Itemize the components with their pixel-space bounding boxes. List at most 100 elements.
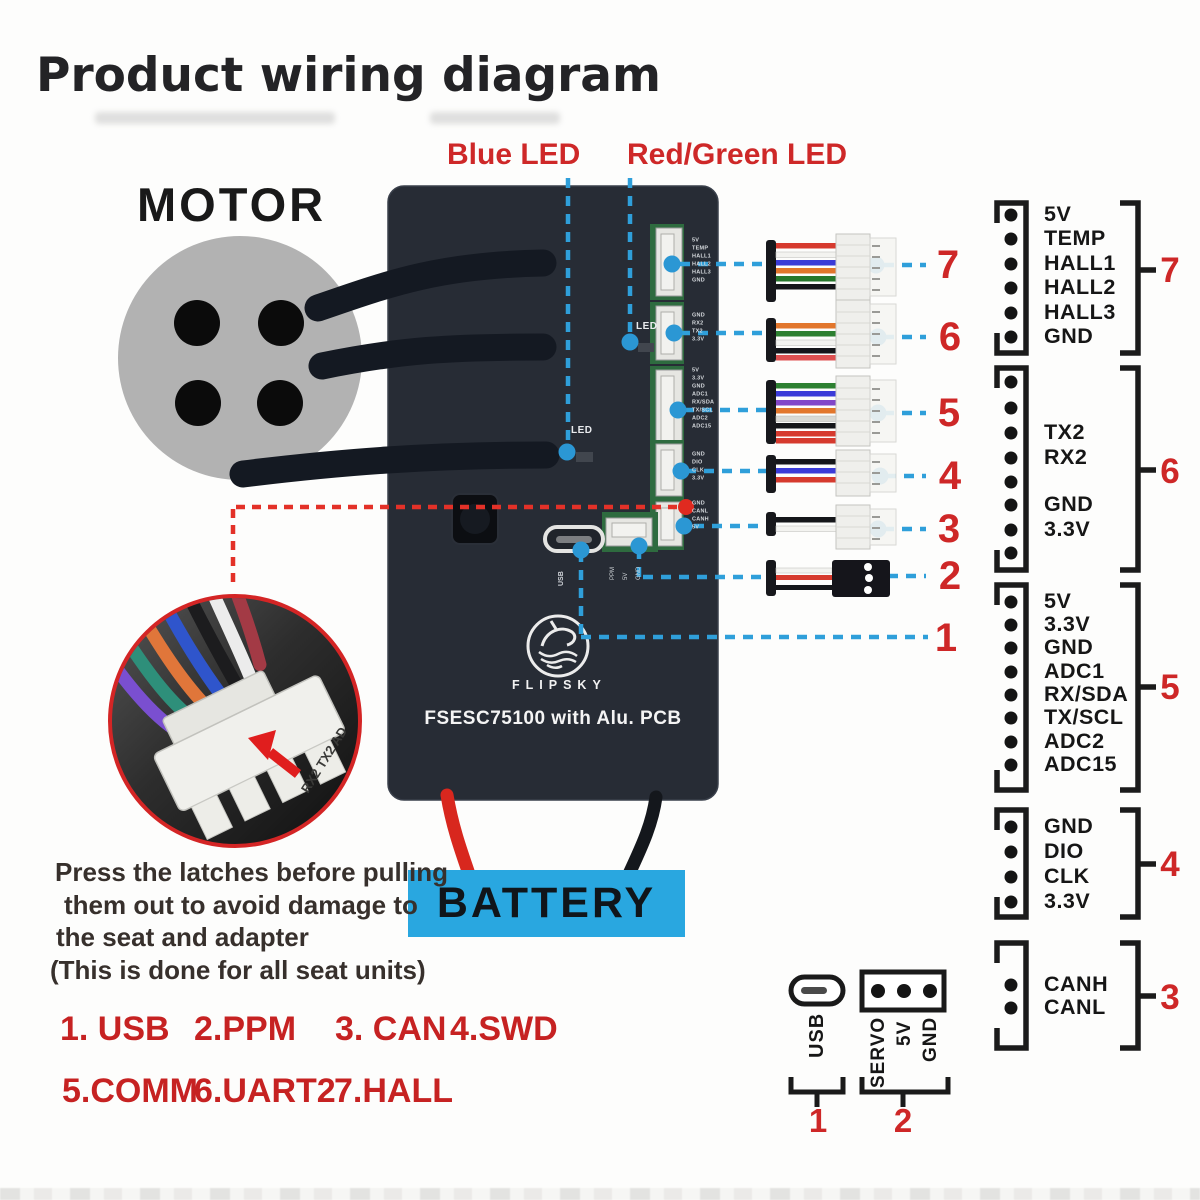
pin-label: HALL3	[1044, 300, 1116, 324]
pin-label: ADC2	[1044, 729, 1105, 753]
note-line-3: the seat and adapter	[56, 922, 309, 952]
pin-label: DIO	[1044, 839, 1084, 863]
pin-label: GND	[1044, 324, 1094, 348]
closeup-art: RX2 TX2 AD	[112, 598, 350, 841]
cable-7-hall	[766, 233, 897, 302]
inductor-component	[451, 493, 499, 545]
legend-uart2: 6.UART2	[194, 1072, 336, 1110]
panel-number-4: 4	[1160, 845, 1180, 884]
wire-number-4: 4	[938, 454, 962, 498]
legend-ppm: 2.PPM	[194, 1010, 297, 1048]
pin-label: 3.3V	[1044, 612, 1091, 636]
pin-label: TX/SCL	[1044, 705, 1124, 729]
usb-icon	[788, 974, 846, 1107]
wire-number-5: 5	[937, 391, 961, 435]
red-arrow-icon	[248, 730, 276, 760]
note-line-1: Press the latches before pulling	[55, 857, 448, 887]
led-marker-top: LED	[636, 321, 658, 332]
silk-usb-label: USB	[558, 571, 565, 586]
panel-number-7: 7	[1160, 251, 1180, 290]
legend-comm: 5.COMM	[62, 1072, 198, 1110]
pinout-brackets	[994, 200, 1156, 1051]
wire-number-3: 3	[937, 507, 961, 551]
servo-pin-label-servo: SERVO	[868, 1016, 889, 1088]
usb-icon-label: USB	[806, 1012, 828, 1058]
cable-2-servo	[766, 560, 890, 597]
wire-number-2: 2	[938, 554, 962, 598]
page-title: Product wiring diagram	[36, 48, 661, 103]
bottom-ghost-strip	[0, 1188, 1200, 1200]
usb-number: 1	[808, 1102, 828, 1139]
title-ghost-artifact	[95, 112, 335, 124]
led-marker-mid: LED	[571, 425, 593, 436]
servo-number: 2	[893, 1102, 913, 1139]
motor-cables	[229, 249, 560, 488]
board-model-text: FSESC75100 with Alu. PCB	[424, 708, 682, 729]
red-green-led-label: Red/Green LED	[627, 138, 848, 171]
pin-label: TEMP	[1044, 226, 1106, 250]
cable-3-can	[766, 504, 897, 550]
pin-label: 5V	[1044, 202, 1072, 226]
pin-label: GND	[1044, 492, 1094, 516]
battery-label: BATTERY	[436, 879, 657, 927]
title-ghost-artifact-2	[430, 112, 560, 124]
pin-label: ADC1	[1044, 659, 1105, 683]
pin-label: CANL	[1044, 995, 1106, 1019]
wire-number-7: 7	[936, 243, 960, 287]
motor-connector-icon	[118, 236, 362, 480]
pin-label: RX2	[1044, 445, 1088, 469]
silk-ppm-0: PPM	[610, 566, 616, 580]
red-dot-can	[678, 499, 694, 515]
panel-number-5: 5	[1160, 668, 1180, 707]
battery-block: BATTERY	[408, 870, 685, 937]
note-line-2: them out to avoid damage to	[64, 890, 418, 920]
red-green-led-chip	[638, 343, 654, 352]
silk-ppm-2: GND	[636, 566, 642, 580]
legend-can: 3. CAN	[335, 1010, 447, 1048]
cable-5-comm	[766, 375, 897, 447]
pin-label: GND	[1044, 635, 1094, 659]
pin-label: 3.3V	[1044, 517, 1091, 541]
flipsky-logo-icon	[526, 614, 590, 678]
battery-wire-red	[440, 788, 476, 881]
pin-label: GND	[1044, 814, 1094, 838]
pin-label: TX2	[1044, 420, 1085, 444]
pinout-pin-dots	[1004, 208, 1018, 1015]
servo-pin-label-5v: 5V	[894, 1020, 915, 1046]
pin-label: 5V	[1044, 589, 1072, 613]
connector-closeup-photo: RX2 TX2 AD	[108, 594, 362, 848]
pin-label: HALL2	[1044, 275, 1116, 299]
pin-label: CANH	[1044, 972, 1109, 996]
red-arrow-tail	[266, 748, 302, 778]
note-line-4: (This is done for all seat units)	[50, 955, 426, 985]
cable-6-uart2	[766, 299, 897, 369]
cable-4-swd	[766, 449, 897, 497]
panel-number-3: 3	[1160, 978, 1180, 1017]
flipsky-brand-text: FLIPSKY	[512, 678, 607, 692]
red-dashed-line	[230, 504, 678, 586]
silk-ppm-1: 5V	[623, 572, 629, 580]
pin-label: CLK	[1044, 864, 1090, 888]
wire-number-6: 6	[938, 315, 962, 359]
legend-swd: 4.SWD	[450, 1010, 558, 1048]
blue-led-chip	[576, 452, 593, 462]
blue-led-label: Blue LED	[447, 138, 581, 171]
legend-hall: 7.HALL	[334, 1072, 453, 1110]
battery-wire-black	[622, 790, 663, 881]
legend-usb: 1. USB	[60, 1010, 170, 1048]
servo-header-icon	[859, 969, 951, 1107]
servo-pin-label-gnd: GND	[920, 1016, 941, 1062]
battery-wires	[440, 788, 663, 881]
pin-label: ADC15	[1044, 752, 1117, 776]
pin-label: 3.3V	[1044, 889, 1091, 913]
pin-label: HALL1	[1044, 251, 1116, 275]
wire-number-1: 1	[934, 616, 958, 660]
panel-number-6: 6	[1160, 452, 1180, 491]
